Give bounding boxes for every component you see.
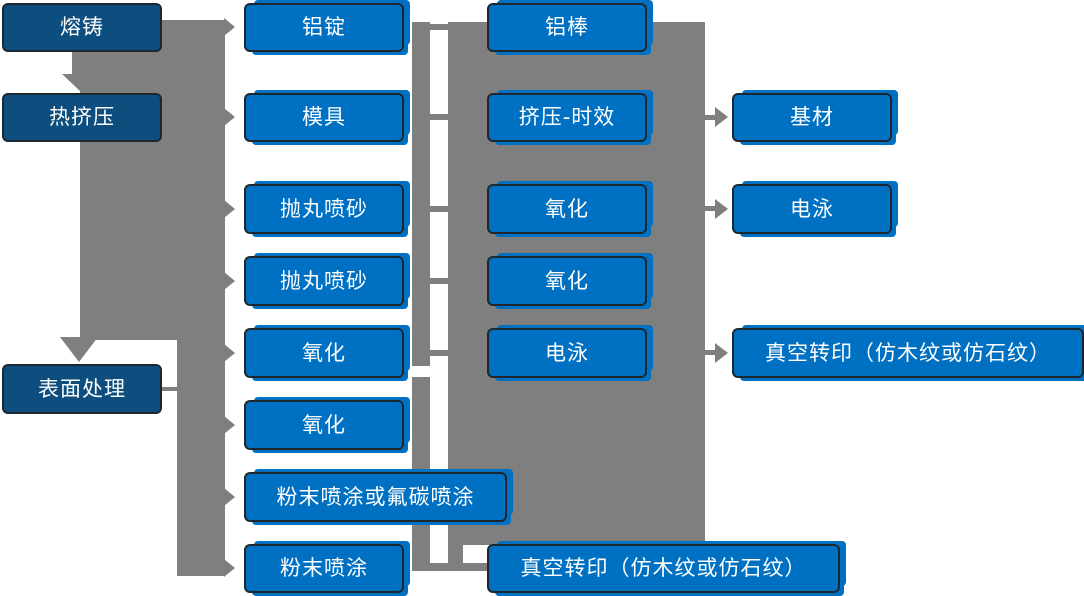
connector-stub-row2: [430, 114, 448, 120]
node-electrophoresis-2: 电泳: [732, 184, 892, 234]
node-vacuum-transfer-print-right: 真空转印（仿木纹或仿石纹）: [732, 328, 1084, 378]
connector-stub-row1: [430, 24, 448, 30]
right-arrowhead-to-mold-icon: [224, 108, 235, 126]
down-arrowhead-to-surface-treatment-icon: [60, 337, 98, 362]
node-shot-blasting-1: 抛丸喷砂: [244, 184, 404, 234]
right-arrowhead-to-shot-blasting-1-icon: [224, 200, 235, 218]
connector-down-arrow-1-shaft: [72, 52, 88, 76]
node-oxidation-3: 氧化: [487, 184, 647, 234]
right-arrowhead-to-electrophoresis-icon: [715, 199, 728, 219]
node-hot-extrusion: 热挤压: [2, 93, 162, 142]
node-aluminum-ingot: 铝锭: [244, 3, 404, 52]
right-arrowhead-to-oxidation-2-icon: [224, 416, 235, 434]
node-mold: 模具: [244, 93, 404, 142]
connector-surface-treatment-link: [162, 387, 178, 391]
node-powder-coating: 粉末喷涂: [244, 544, 404, 593]
right-arrowhead-to-vacuum-print-icon: [715, 343, 728, 363]
right-arrowhead-to-shot-blasting-2-icon: [224, 272, 235, 290]
connector-mid-band-upper: [412, 22, 430, 366]
right-arrowhead-to-aluminum-ingot-icon: [224, 18, 235, 36]
node-aluminum-rod: 铝棒: [487, 3, 647, 52]
node-oxidation-1: 氧化: [244, 328, 404, 378]
connector-center-block-leg: [448, 545, 463, 571]
connector-stub-row4: [430, 278, 448, 284]
node-oxidation-2: 氧化: [244, 400, 404, 450]
node-oxidation-4: 氧化: [487, 256, 647, 306]
node-surface-treatment: 表面处理: [2, 364, 162, 414]
node-powder-or-fluorocarbon-coating: 粉末喷涂或氟碳喷涂: [244, 472, 507, 522]
right-arrowhead-to-oxidation-1-icon: [224, 344, 235, 362]
connector-left-band-lower: [177, 340, 225, 576]
node-melt-casting: 熔铸: [2, 3, 162, 52]
right-arrowhead-to-powder-coating-icon: [224, 559, 235, 577]
connector-stub-row3: [430, 206, 448, 212]
connector-stub-row5: [430, 350, 448, 356]
connector-stub-to-vacuum-print: [705, 350, 717, 355]
node-shot-blasting-2: 抛丸喷砂: [244, 256, 404, 306]
connector-stub-to-electrophoresis: [705, 206, 717, 211]
right-arrowhead-to-substrate-icon: [715, 107, 728, 127]
node-electrophoresis-1: 电泳: [487, 328, 647, 378]
right-arrowhead-to-powder-fluorocarbon-icon: [224, 488, 235, 506]
down-arrowhead-to-hot-extrusion-icon: [62, 74, 98, 91]
node-substrate: 基材: [732, 93, 892, 142]
connector-stub-to-substrate: [705, 115, 717, 120]
node-vacuum-transfer-print-bottom: 真空转印（仿木纹或仿石纹）: [487, 544, 840, 593]
connector-left-slab: [80, 20, 225, 340]
node-extrusion-aging: 挤压-时效: [487, 93, 647, 142]
